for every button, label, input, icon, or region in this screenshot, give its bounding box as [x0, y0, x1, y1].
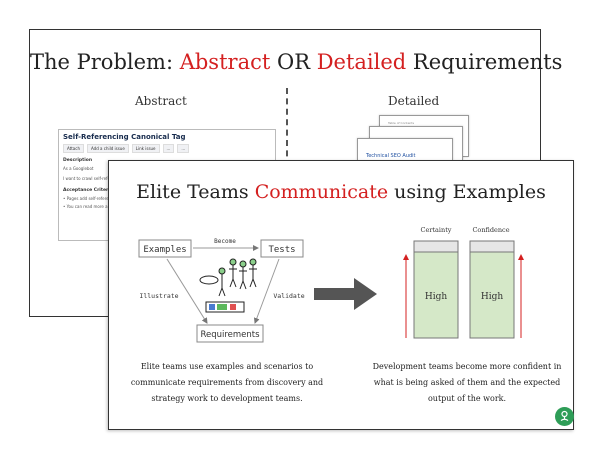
doc-toc-text: Table of Contents: [388, 121, 415, 125]
confidence-bar-fill: [469, 251, 515, 339]
illustrate-arrow: [166, 258, 208, 324]
acceptance-bullet: • Pages add self-referenc…: [63, 196, 118, 201]
slide-title: Elite Teams Communicate using Examples: [109, 181, 573, 203]
title-part: Requirements: [406, 50, 563, 74]
confidence-label: Confidence: [472, 226, 509, 234]
requirements-box: [196, 324, 264, 343]
brand-logo-icon: [555, 407, 574, 426]
abstract-heading: Abstract: [135, 94, 187, 108]
acceptance-criteria-label: Acceptance Criteria: [63, 188, 113, 193]
examples-box: [138, 239, 192, 258]
confidence-high-label: High: [481, 292, 503, 302]
validate-label: Validate: [273, 292, 304, 300]
description-label: Description: [63, 158, 93, 163]
title-highlight-communicate: Communicate: [254, 181, 389, 203]
title-part: using Examples: [388, 181, 546, 203]
left-caption: Elite teams use examples and scenarios t…: [130, 362, 324, 403]
ticket-title: Self-Referencing Canonical Tag: [63, 133, 186, 141]
become-label: Become: [214, 238, 236, 245]
dropdown-button: ...: [162, 144, 175, 153]
examples-label: Examples: [143, 245, 186, 255]
certainty-arrowhead: [403, 254, 409, 260]
ticket-toolbar: Attach Add a child issue Link issue ... …: [63, 144, 190, 153]
team-sketch-icon: [199, 258, 257, 313]
requirements-label: Requirements: [200, 330, 260, 340]
big-arrow-icon: [314, 278, 377, 310]
certainty-high-label: High: [425, 292, 447, 302]
illustrate-label: Illustrate: [139, 292, 178, 300]
description-as-a: As a Googlebot: [63, 166, 94, 171]
certainty-label: Certainty: [421, 226, 452, 234]
title-highlight-detailed: Detailed: [316, 50, 407, 74]
slide-title: The Problem: Abstract OR Detailed Requir…: [30, 50, 562, 74]
title-part: The Problem:: [30, 50, 180, 74]
title-highlight-abstract: Abstract: [179, 50, 271, 74]
confidence-bar-empty: [469, 240, 515, 253]
more-button: …: [177, 144, 190, 153]
certainty-confidence-chart: Certainty Confidence High High: [403, 226, 524, 339]
tests-label: Tests: [268, 245, 295, 255]
acceptance-bullet: • You can read more abou…: [63, 204, 120, 209]
validate-arrow: [253, 258, 280, 324]
diagram-canvas: Examples Tests Requirements Become Illus…: [138, 226, 524, 343]
link-issue-button: Link issue: [131, 144, 160, 153]
slide-examples: Elite Teams Communicate using Examples E…: [108, 160, 574, 430]
right-caption: Development teams become more confident …: [372, 362, 562, 403]
flow-diagram: Examples Tests Requirements Become Illus…: [138, 238, 305, 343]
doc-title: Technical SEO Audit: [366, 153, 416, 159]
confidence-arrowhead: [518, 254, 524, 260]
dashed-divider: [286, 88, 288, 198]
add-child-issue-button: Add a child issue: [87, 144, 129, 153]
certainty-bar-fill: [413, 251, 459, 339]
detailed-heading: Detailed: [388, 94, 440, 108]
certainty-bar-empty: [413, 240, 459, 253]
title-part: OR: [270, 50, 317, 74]
title-part: Elite Teams: [136, 181, 255, 203]
attach-button: Attach: [63, 144, 84, 153]
tests-box: [260, 239, 304, 258]
description-want: I want to crawl self-referencing…: [63, 176, 129, 181]
